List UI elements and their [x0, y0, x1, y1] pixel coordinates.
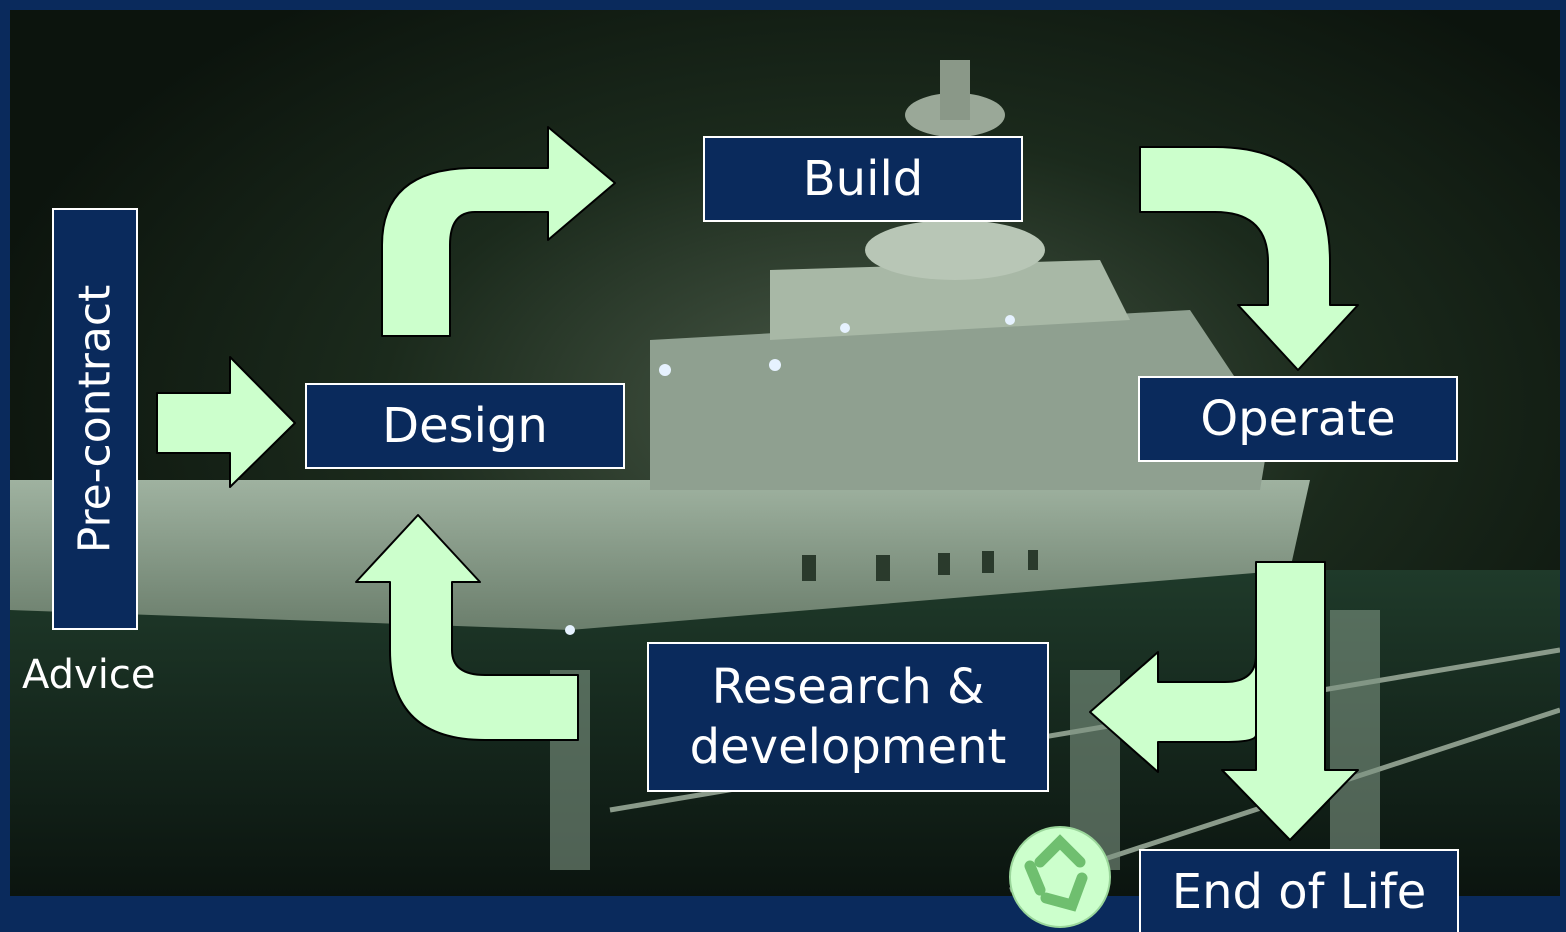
- advice-label: Advice: [22, 652, 156, 698]
- recycle-icon: [1009, 826, 1111, 928]
- stage-end-of-life: End of Life: [1139, 849, 1459, 932]
- precontract-label: Pre-contract: [69, 284, 121, 554]
- arrow-design-to-build: [381, 126, 616, 337]
- stage-operate-label: Operate: [1200, 391, 1396, 447]
- precontract-box: Pre-contract: [52, 208, 138, 630]
- arrow-operate-to-end-of-life: [1221, 561, 1359, 841]
- stage-build-label: Build: [802, 151, 924, 207]
- arrow-to-research: [1089, 651, 1257, 773]
- arrow-precontract-to-design: [156, 356, 296, 488]
- arrow-research-to-design: [355, 514, 579, 741]
- stage-research: Research & development: [647, 642, 1049, 792]
- stage-design-label: Design: [382, 398, 548, 454]
- stage-research-line2: development: [689, 719, 1007, 775]
- arrow-build-to-operate: [1139, 146, 1359, 371]
- stage-end-of-life-label: End of Life: [1171, 863, 1427, 920]
- stage-design: Design: [305, 383, 625, 469]
- stage-operate: Operate: [1138, 376, 1458, 462]
- stage-research-line1: Research &: [711, 659, 985, 715]
- stage-build: Build: [703, 136, 1023, 222]
